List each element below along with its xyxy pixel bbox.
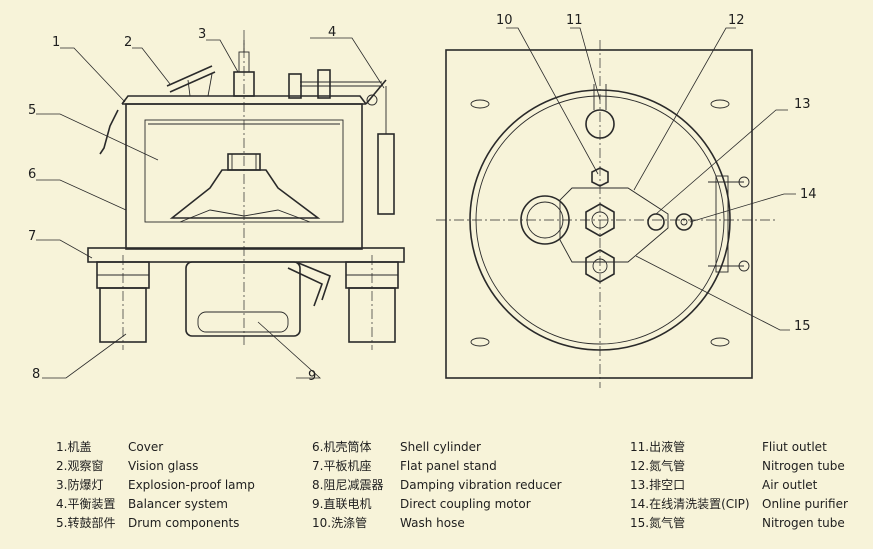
drum	[144, 119, 344, 223]
legend-cn-9: 9.直联电机	[312, 497, 372, 511]
legend-en-8: Damping vibration reducer	[400, 478, 562, 492]
shell-outline	[469, 89, 731, 351]
legend-en-10: Wash hose	[400, 516, 465, 530]
callout-7: 7	[28, 229, 36, 244]
callout-14: 14	[800, 187, 817, 202]
callout-5: 5	[28, 103, 36, 118]
legend-en-11: Fliut outlet	[762, 440, 827, 454]
balancer-system	[365, 79, 387, 105]
legend-cn-6: 6.机壳筒体	[312, 440, 372, 454]
legend-cn-14: 14.在线清洗装置(CIP)	[630, 497, 750, 511]
legend-en-3: Explosion-proof lamp	[128, 478, 255, 492]
legend-en-12: Nitrogen tube	[762, 459, 845, 473]
legend-en-14: Online purifier	[762, 497, 848, 511]
side-view	[36, 30, 405, 379]
legend-cn-11: 11.出液管	[630, 440, 686, 454]
callout-10: 10	[496, 13, 513, 28]
manhole	[520, 195, 570, 245]
legend-cn-4: 4.平衡装置	[56, 497, 116, 511]
fluid-outlet	[585, 109, 615, 139]
callout-15: 15	[794, 319, 811, 334]
callout-11: 11	[566, 13, 583, 28]
callout-6: 6	[28, 167, 36, 182]
callout-3: 3	[198, 27, 206, 42]
center-hub	[585, 203, 615, 237]
legend-cn-1: 1.机盖	[56, 440, 92, 454]
callout-2: 2	[124, 35, 132, 50]
legend-en-7: Flat panel stand	[400, 459, 497, 473]
base-plate	[445, 49, 753, 379]
direct-coupling-motor	[185, 261, 301, 337]
callout-8: 8	[32, 367, 40, 382]
legend-en-15: Nitrogen tube	[762, 516, 845, 530]
legend-cn-15: 15.氮气管	[630, 516, 686, 530]
wash-hose-port	[591, 167, 609, 187]
drum-hub	[169, 169, 321, 219]
legend-en-2: Vision glass	[128, 459, 199, 473]
legend-cn-12: 12.氮气管	[630, 459, 686, 473]
legend-cn-10: 10.洗涤管	[312, 516, 368, 530]
legend-cn-2: 2.观察窗	[56, 459, 104, 473]
centrifuge-drawing: 1 2 3 4 5 6 7 8 9 10 11 12 13 14 15	[28, 13, 817, 388]
callout-9: 9	[308, 369, 316, 384]
vision-glass	[166, 65, 213, 87]
legend-en-1: Cover	[128, 440, 164, 454]
cip-port	[675, 213, 693, 231]
air-outlet	[647, 213, 665, 231]
legend-cn-7: 7.平板机座	[312, 459, 372, 473]
flat-panel-stand	[87, 247, 405, 263]
legend-cn-13: 13.排空口	[630, 478, 686, 492]
legend-en-4: Balancer system	[128, 497, 228, 511]
legend-en-13: Air outlet	[762, 478, 818, 492]
parts-legend: 1.机盖 Cover 2.观察窗 Vision glass 3.防爆灯 Expl…	[0, 436, 873, 549]
top-view	[436, 27, 796, 388]
legend-en-5: Drum components	[128, 516, 240, 530]
callout-12: 12	[728, 13, 745, 28]
legend-en-6: Shell cylinder	[400, 440, 481, 454]
legend-cn-3: 3.防爆灯	[56, 478, 104, 492]
callout-13: 13	[794, 97, 811, 112]
callout-4: 4	[328, 25, 336, 40]
shell-cylinder	[125, 103, 363, 250]
legend-cn-5: 5.转鼓部件	[56, 516, 116, 530]
legend-en-9: Direct coupling motor	[400, 497, 531, 511]
legend-cn-8: 8.阻尼减震器	[312, 478, 384, 492]
callout-1: 1	[52, 35, 60, 50]
wash-hose	[287, 267, 324, 307]
